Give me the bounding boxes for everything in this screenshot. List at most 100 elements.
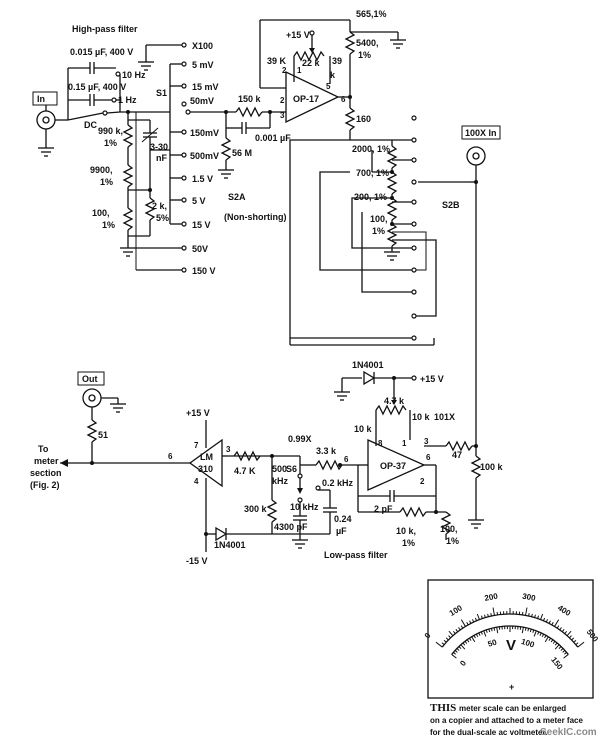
s2a-wiper-icon[interactable]	[185, 109, 218, 115]
lm310-pin3: 3	[226, 445, 231, 454]
range-terminal-1-5v[interactable]	[170, 175, 187, 181]
r2k-tol: 5%	[156, 213, 169, 223]
in100x-label-box	[461, 125, 501, 140]
trim-pot-22k[interactable]	[293, 50, 325, 62]
meter-outer-tick	[564, 631, 568, 634]
s1-label: S1	[156, 88, 167, 98]
meter-inner-tick	[562, 649, 566, 653]
op17-pin1: 1	[297, 66, 302, 75]
meter-outer-tick	[476, 613, 480, 620]
meter-inner-tick	[458, 646, 462, 649]
meter-outer-tick	[492, 607, 495, 616]
resistor-5400	[344, 31, 356, 55]
meter-inner-tick	[488, 628, 491, 633]
meter-outer-tick	[573, 639, 577, 643]
r100-fb-tol: 1%	[446, 536, 459, 546]
op17-pin2b: 2	[282, 66, 287, 75]
meter-outer-label: 300	[521, 592, 536, 603]
s2b-contacts[interactable]	[411, 115, 417, 341]
meter-inner-tick	[460, 644, 466, 650]
range-terminal-150v[interactable]	[181, 267, 187, 273]
range-terminal-x100[interactable]	[181, 42, 187, 48]
r10k-c-tol: 1%	[402, 538, 415, 548]
r51-label: 51	[98, 430, 108, 440]
meter-inner-tick	[483, 630, 487, 637]
s2a-note: (Non-shorting)	[224, 212, 286, 222]
meter-caption-line3: for the dual-scale ac voltmeter.	[430, 728, 547, 737]
ground-icon	[218, 169, 234, 179]
meter-inner-label: 50	[487, 637, 499, 648]
meter-outer-tick	[448, 630, 454, 637]
op37-label: OP-37	[380, 461, 406, 471]
meter-inner-tick	[564, 651, 567, 655]
op37-pin1: 1	[402, 439, 407, 448]
meter-inner-tick	[524, 627, 527, 631]
resistor-3-3k	[315, 459, 343, 471]
range-terminal-500mv[interactable]	[170, 152, 187, 158]
range-x100-label: X100	[192, 41, 213, 51]
op17-pin3: 3	[280, 111, 285, 120]
diode-1n4001-b-icon	[215, 526, 228, 542]
r39k-label: 39 K	[267, 56, 287, 66]
r100-label: 100,	[92, 208, 110, 218]
meter-inner-tick	[468, 637, 472, 641]
r990k-label: 990 k,	[98, 126, 123, 136]
r150k-label: 150 k	[238, 94, 262, 104]
range-terminal-50mv[interactable]	[181, 101, 187, 107]
range-terminal-5mv[interactable]	[170, 61, 187, 67]
lm310-buffer-icon	[188, 438, 223, 488]
output-jack-icon[interactable]	[82, 388, 102, 408]
meter-outer-tick	[466, 622, 469, 626]
meter-inner-tick	[485, 629, 488, 633]
meter-inner-tick	[493, 627, 496, 631]
output-label-box	[77, 371, 105, 386]
meter-outer-tick	[484, 614, 486, 618]
meter-inner-tick	[496, 627, 499, 634]
r100-ladder-label: 100,	[370, 214, 388, 224]
range-50mv-label: 50mV	[190, 96, 214, 106]
r9900-label: 9900,	[90, 165, 113, 175]
range-terminal-15mv[interactable]	[170, 83, 187, 89]
diode-1n4001-a-icon	[363, 370, 376, 386]
meter-outer-arc	[441, 613, 579, 648]
range-terminal-50v[interactable]	[181, 245, 187, 251]
meter-inner-tick	[480, 631, 483, 635]
meter-inner-tick	[527, 628, 530, 632]
range-terminal-150mv[interactable]	[170, 129, 187, 135]
meter-outer-tick	[443, 639, 447, 643]
resistor-9900	[122, 164, 134, 188]
meter-outer-tick	[490, 612, 492, 617]
meter-inner-tick	[558, 646, 562, 649]
input-label: In	[37, 94, 45, 104]
r22k-label: 22 k	[302, 58, 321, 68]
range-terminal-15v[interactable]	[170, 221, 187, 227]
op37-pin8: 8	[378, 439, 383, 448]
meter-inner-tick	[475, 633, 479, 637]
meter-inner-tick	[563, 654, 569, 659]
resistor-47	[445, 440, 473, 452]
in100x-jack-icon[interactable]	[466, 146, 486, 166]
s6-switch-icon[interactable]	[297, 478, 303, 494]
meter-outer-tick	[537, 615, 540, 619]
s1-switch-icon[interactable]	[106, 74, 121, 114]
c4300-label: 4300 pF	[274, 522, 308, 532]
resistor-160	[344, 107, 356, 131]
meter-outer-tick	[435, 641, 443, 648]
meter-inner-tick	[451, 654, 457, 659]
meter-inner-tick	[529, 628, 532, 633]
meter-outer-tick	[554, 619, 560, 627]
trim-pot-4-7k[interactable]	[375, 404, 407, 416]
r10k-a-label: 10 k	[354, 424, 373, 434]
cap-10hz-label: 10 Hz	[122, 70, 146, 80]
meter-inner-tick	[454, 649, 458, 653]
meter-inner-tick	[550, 639, 554, 643]
input-label-box	[32, 91, 58, 106]
meter-outer-tick	[534, 614, 536, 618]
meter-outer-tick	[445, 637, 449, 641]
range-terminal-5v[interactable]	[170, 197, 187, 203]
meter-caption-line2: on a copier and attached to a meter face	[430, 716, 583, 725]
meter-outer-label: 200	[484, 591, 499, 602]
input-jack-icon[interactable]	[36, 110, 56, 130]
resistor-2000	[386, 145, 398, 169]
r700-label: 700, 1%	[356, 168, 389, 178]
